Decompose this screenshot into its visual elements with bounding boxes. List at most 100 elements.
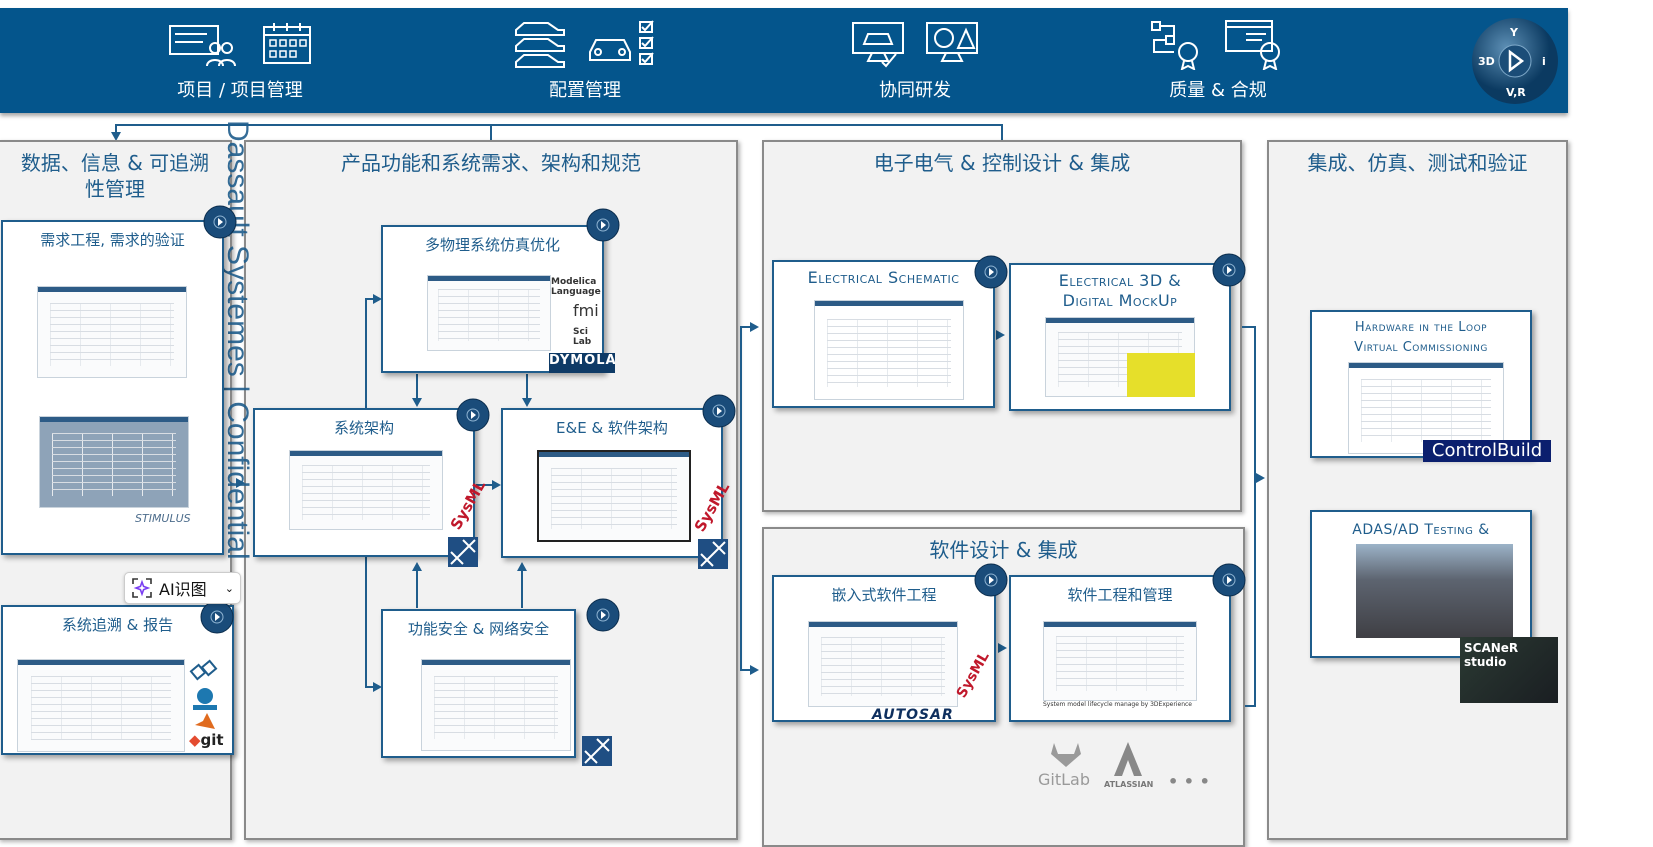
- card-title: 软件工程和管理: [1067, 586, 1173, 604]
- ee-architecture-screenshot: [537, 450, 691, 542]
- svg-text:Y: Y: [1509, 26, 1519, 39]
- 3d-compass-badge-icon[interactable]: [456, 398, 490, 432]
- 3d-harness-image: [1127, 353, 1195, 397]
- requirements-screenshot: [37, 286, 187, 378]
- plug-connector-icon: [189, 659, 218, 681]
- arrow-right-icon: [996, 330, 1005, 340]
- card-multiphysics[interactable]: 多物理系统仿真优化 Modelica Language fmi Sci Lab …: [381, 225, 616, 373]
- connector-line: [490, 124, 492, 140]
- autosar-logo: AUTOSAR: [872, 707, 954, 723]
- scilab-logo: Sci Lab: [573, 327, 592, 347]
- 3d-compass-badge-icon[interactable]: [974, 255, 1008, 289]
- connector-line: [740, 326, 742, 670]
- 3d-compass-badge-icon[interactable]: [203, 205, 237, 239]
- atlassian-icon: [1114, 742, 1142, 776]
- database-icon: [193, 688, 217, 710]
- connector-line: [740, 326, 754, 328]
- arrow-down-icon: [412, 398, 422, 407]
- software-management-screenshot: [1043, 621, 1197, 701]
- column-title: 产品功能和系统需求、架构和规范: [341, 151, 641, 175]
- card-title: E&E & 软件架构: [556, 419, 668, 437]
- traceability-screenshot: [17, 659, 185, 752]
- card-electrical-3d-mockup[interactable]: Electrical 3D & Digital MockUp: [1009, 263, 1231, 411]
- connector-line: [416, 374, 418, 402]
- dymola-logo: DYMOLA: [549, 353, 616, 373]
- confidential-watermark: Dassault Systemes | Confidential: [221, 120, 262, 640]
- embedded-screenshot: [808, 621, 958, 707]
- connector-line: [526, 374, 528, 402]
- card-title: 多物理系统仿真优化: [424, 236, 560, 254]
- fmi-logo: fmi: [573, 301, 599, 320]
- header-label-quality: 质量 & 合规: [1169, 80, 1267, 101]
- arrow-down-icon: [111, 132, 121, 141]
- header-group-quality: 质量 & 合规: [1138, 18, 1298, 102]
- 3d-compass-badge-icon[interactable]: [1212, 253, 1246, 287]
- schematic-screenshot: [814, 300, 964, 400]
- arrow-right-icon: [1256, 473, 1265, 483]
- stimulus-logo: STIMULUS: [135, 512, 191, 525]
- header-label-collab: 协同研发: [879, 80, 951, 101]
- connector-line: [1254, 326, 1256, 706]
- connector-line: [416, 568, 418, 608]
- card-title: Hardware in the Loop Virtual Commissioni…: [1354, 320, 1488, 355]
- card-software-management[interactable]: 软件工程和管理 System model lifecycle manage by…: [1009, 575, 1231, 722]
- 3dexperience-compass-icon[interactable]: 3DV,RYi: [1470, 16, 1560, 106]
- ai-sparkle-icon: [132, 578, 152, 598]
- card-safety-security[interactable]: 功能安全 & 网络安全: [381, 609, 612, 766]
- 3d-compass-badge-icon[interactable]: [702, 394, 736, 428]
- connector-line: [1245, 705, 1256, 707]
- catia-magic-icon: [582, 736, 612, 766]
- project-board-icon: [169, 25, 236, 66]
- 3d-compass-badge-icon[interactable]: [200, 600, 234, 634]
- connector-line: [365, 298, 379, 300]
- arrow-right-icon: [998, 643, 1007, 653]
- svg-text:V,R: V,R: [1506, 86, 1526, 99]
- 3d-compass-badge-icon[interactable]: [586, 598, 620, 632]
- card-requirements[interactable]: 需求工程, 需求的验证 STIMULUS: [1, 220, 224, 555]
- catia-magic-icon: [698, 539, 728, 569]
- arrow-up-icon: [517, 562, 527, 571]
- git-logo: ◆git: [189, 731, 224, 749]
- safety-screenshot: [421, 659, 571, 751]
- 3d-compass-badge-icon[interactable]: [586, 208, 620, 242]
- card-title: Electrical 3D & Digital MockUp: [1058, 271, 1182, 310]
- ai-button-label: AI识图: [159, 580, 207, 599]
- card-electrical-schematic[interactable]: Electrical Schematic: [772, 260, 995, 408]
- card-system-architecture[interactable]: 系统架构 SysML: [253, 408, 489, 567]
- header-label-project: 项目 / 项目管理: [177, 80, 303, 101]
- 3d-compass-badge-icon[interactable]: [974, 563, 1008, 597]
- connector-line: [115, 124, 117, 136]
- gitlab-icon: [1051, 743, 1081, 767]
- card-title: Electrical Schematic: [807, 268, 960, 287]
- card-ee-software-architecture[interactable]: E&E & 软件架构 SysML: [501, 408, 733, 569]
- modelica-logo: Modelica Language: [551, 277, 601, 297]
- card-embedded-software[interactable]: 嵌入式软件工程 SysML AUTOSAR: [772, 575, 996, 723]
- system-architecture-screenshot: [289, 450, 443, 530]
- arrow-right-icon: [492, 480, 501, 490]
- card-adas-testing[interactable]: ADAS/AD Testing &: [1310, 510, 1532, 658]
- 3d-compass-badge-icon[interactable]: [1212, 563, 1246, 597]
- svg-text:3D: 3D: [1478, 55, 1495, 68]
- arrow-right-icon: [236, 478, 245, 488]
- watermark-text: Dassault Systemes | Confidential: [221, 120, 254, 560]
- document-award-icon: [1225, 20, 1280, 70]
- ai-image-recognition-button[interactable]: AI识图 ⌄: [124, 572, 241, 604]
- column-integration-testing: 集成、仿真、测试和验证: [1267, 140, 1568, 840]
- connector-line: [1242, 326, 1256, 328]
- git-logo-text: git: [200, 731, 224, 749]
- matlab-icon: [195, 713, 215, 729]
- card-traceability[interactable]: 系统追溯 & 报告 ◆git: [1, 605, 234, 755]
- connector-line: [521, 568, 523, 608]
- column-title: 电子电气 & 控制设计 & 集成: [873, 151, 1131, 175]
- more-tools-ellipsis: • • •: [1168, 772, 1210, 791]
- header-group-project: 项目 / 项目管理: [160, 18, 320, 102]
- connector-line: [476, 484, 494, 486]
- sysml-logo: SysML: [953, 649, 993, 701]
- process-award-icon: [1151, 21, 1198, 70]
- card-hil-virtual-commissioning[interactable]: Hardware in the Loop Virtual Commissioni…: [1310, 310, 1532, 458]
- chevron-down-icon[interactable]: ⌄: [224, 581, 234, 595]
- car-monitor-icon: [852, 22, 904, 68]
- arrow-right-icon: [750, 665, 759, 675]
- car-variants-icon: [515, 22, 565, 68]
- column-title: 集成、仿真、测试和验证: [1307, 151, 1528, 175]
